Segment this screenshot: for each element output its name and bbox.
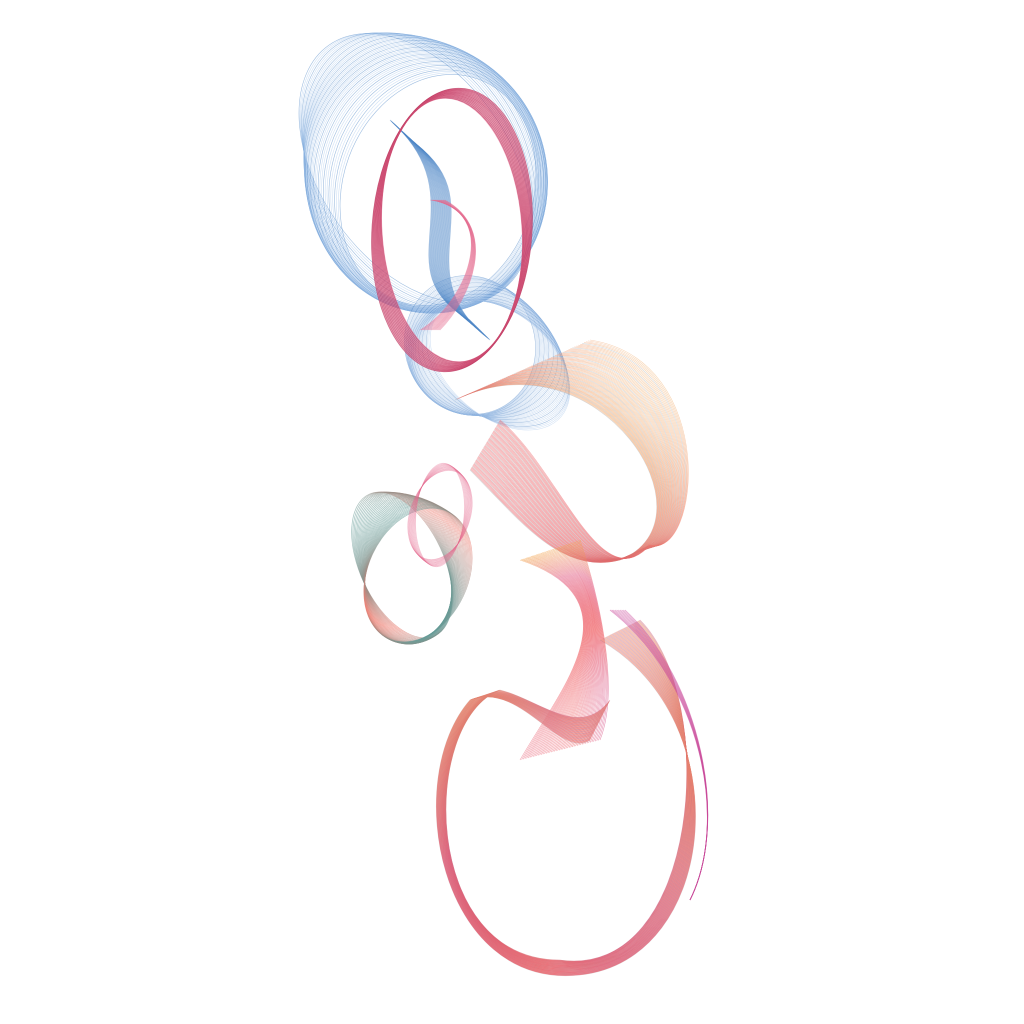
s-neck-strand [579, 539, 609, 741]
crimson-ring [371, 87, 533, 373]
small-petal-strand [415, 462, 465, 568]
small-petal-strand [414, 464, 466, 566]
s-neck-strand [574, 541, 605, 742]
ring-inner-strand [428, 199, 474, 331]
blue-strand [426, 300, 570, 427]
small-petal-strand [409, 468, 471, 562]
ring-strand [372, 88, 532, 372]
s-neck-strand [578, 540, 608, 741]
blue-strand [328, 65, 542, 309]
blue-ribbon-swirl [298, 32, 571, 431]
ring-inner-strand [429, 199, 474, 331]
large-s-ribbon [435, 339, 709, 976]
ring-inner-strand [422, 199, 473, 331]
s-neck-strand [526, 557, 586, 759]
ring-inner-strand [419, 199, 472, 331]
small-petal-strand [410, 467, 470, 563]
ring-inner-strand [439, 199, 476, 331]
ring-strand [375, 91, 529, 369]
blue-strand [330, 66, 541, 309]
ring-inner-strand [425, 199, 473, 331]
ring-inner-strand [435, 199, 476, 331]
ring-strand [374, 90, 530, 370]
s-neck-strand [519, 559, 584, 761]
s-lower-strand [445, 619, 688, 962]
ring-strand [375, 91, 529, 369]
blue-strand [332, 68, 540, 308]
small-petal-strand [412, 465, 468, 565]
ring-inner-strand [435, 199, 475, 331]
small-petal-strand [412, 465, 468, 565]
s-neck-strand [521, 559, 585, 760]
ring-inner-strand [420, 199, 472, 331]
small-petal-strand [413, 464, 467, 566]
ring-inner-strand [431, 199, 475, 331]
small-teal-pink-ring [351, 462, 473, 645]
ring-inner-strand [423, 199, 473, 331]
blue-strand [421, 299, 568, 423]
ring-inner-strand [436, 199, 476, 331]
s-neck-strand [523, 558, 585, 759]
ring-inner-strand [438, 199, 476, 331]
blue-strand [324, 62, 543, 310]
blue-strand [424, 300, 569, 426]
blue-strand [422, 300, 569, 424]
blue-strand [420, 299, 568, 423]
blue-strand [429, 299, 571, 431]
small-petal-strand [409, 467, 471, 563]
ring-inner-strand [437, 199, 476, 331]
ring-inner-strand [426, 199, 473, 331]
blue-strand [303, 36, 541, 314]
s-neck-strand [522, 558, 585, 760]
small-petal-strand [411, 466, 469, 564]
ring-inner-strand [430, 199, 474, 331]
s-neck-strand [527, 557, 586, 758]
ring-inner-strand [432, 199, 475, 331]
small-ring-strand [363, 507, 473, 643]
ring-inner-strand [421, 199, 472, 331]
small-petal-strand [410, 467, 470, 563]
ring-inner-strand [424, 199, 473, 331]
blue-strand [423, 300, 569, 425]
ring-inner-strand [427, 199, 474, 331]
s-neck-strand [529, 556, 587, 757]
small-petal-strand [407, 469, 473, 561]
s-neck-strand [530, 556, 587, 757]
blue-strand [418, 299, 566, 421]
small-petal-strand [411, 465, 469, 565]
small-petal-strand [409, 468, 471, 562]
small-petal-strand [415, 463, 465, 567]
small-petal-strand [408, 469, 472, 561]
small-petal-strand [413, 464, 467, 566]
blue-strand [326, 63, 543, 310]
blue-core-strand [409, 139, 491, 341]
small-petal-strand [414, 463, 466, 567]
s-neck-strand [524, 558, 586, 759]
blue-strand [427, 299, 570, 428]
s-accent-strand [624, 609, 709, 901]
s-neck-strand [577, 540, 607, 741]
small-petal-strand [411, 466, 469, 564]
s-neck-strand [576, 541, 606, 742]
small-petal-strand [408, 469, 472, 561]
blue-strand [428, 299, 570, 430]
ring-strand [371, 87, 533, 373]
small-petal-strand [407, 470, 473, 560]
s-neck-strand [528, 556, 587, 758]
blue-strand [419, 299, 567, 422]
